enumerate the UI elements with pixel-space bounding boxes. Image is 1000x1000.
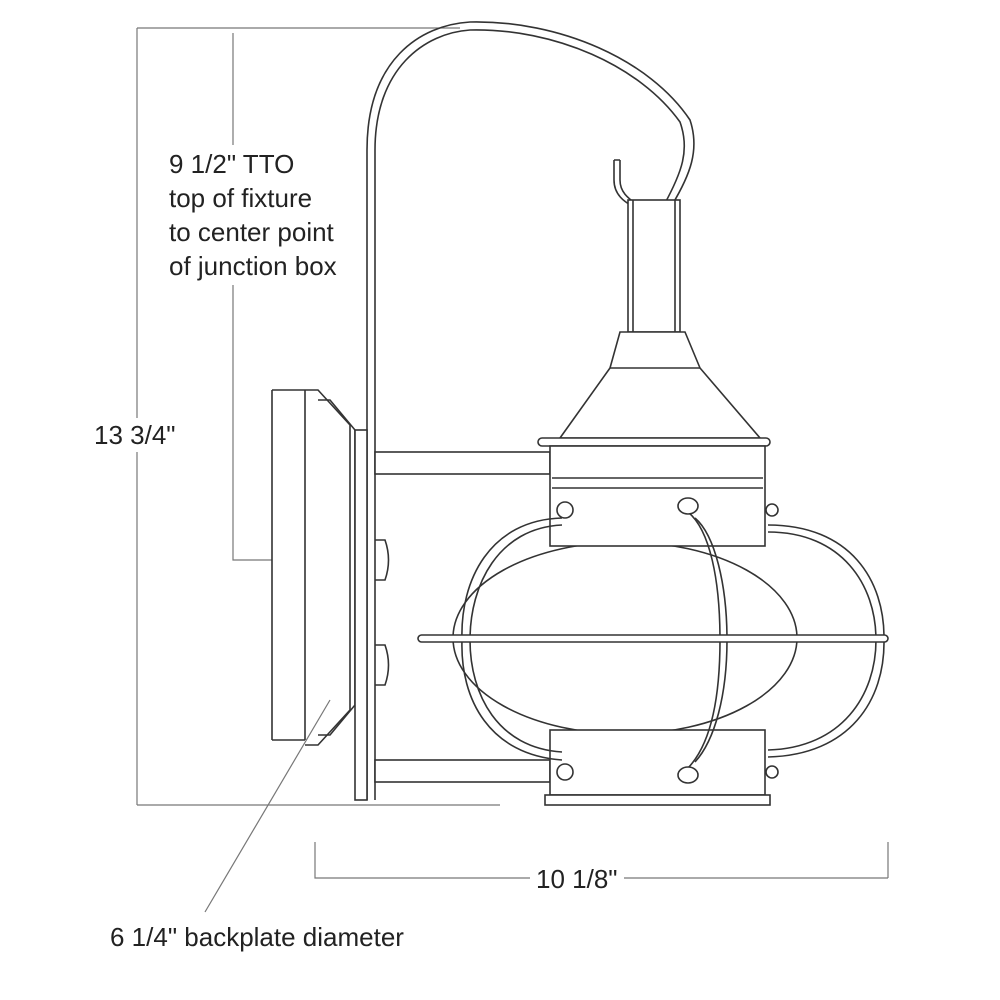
- extension-line: [314, 842, 889, 879]
- backplate-label: 6 1/4" backplate diameter: [110, 920, 404, 954]
- extension-label: 10 1/8": [530, 862, 624, 896]
- tto-line: [232, 33, 272, 561]
- screws: [556, 497, 779, 784]
- lantern-top: [537, 199, 771, 447]
- support-arms: [374, 451, 551, 783]
- tto-line-3: to center point: [169, 217, 334, 247]
- tto-line-4: of junction box: [169, 251, 337, 281]
- overall-height-line: [136, 27, 500, 806]
- tto-line-2: top of fixture: [169, 183, 313, 213]
- overall-height-label: 13 3/4": [88, 418, 182, 452]
- globe: [452, 445, 798, 806]
- tto-line-1: 9 1/2" TTO: [169, 149, 295, 179]
- backplate-leader-line: [204, 699, 331, 913]
- tto-label: 9 1/2" TTO top of fixture to center poin…: [165, 145, 341, 285]
- backplate: [271, 389, 390, 801]
- cage: [417, 497, 889, 784]
